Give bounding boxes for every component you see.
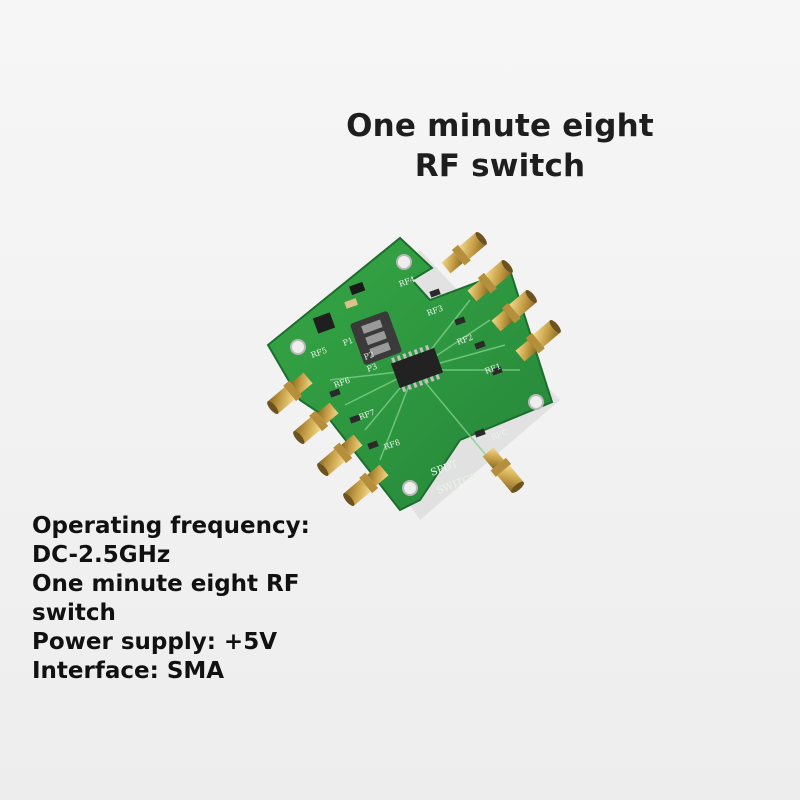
title-line-1: One minute eight — [346, 108, 654, 144]
silk-p1: P1 — [342, 336, 355, 348]
mounting-hole — [402, 480, 418, 496]
mounting-hole — [528, 394, 544, 410]
mounting-hole — [290, 339, 306, 355]
spec-operating-frequency-label: Operating frequency: — [32, 513, 310, 539]
dip-switch — [350, 311, 402, 365]
voltage-regulator — [312, 312, 336, 334]
spec-description-line-1: One minute eight RF — [32, 571, 300, 597]
silk-p3: P3 — [366, 362, 379, 374]
spec-operating-frequency-value: DC-2.5GHz — [32, 542, 171, 568]
sma-connectors-right — [441, 232, 561, 362]
title-line-2: RF switch — [414, 148, 586, 184]
sma-connector-rfc — [482, 447, 524, 493]
product-title: One minute eight RF switch — [300, 106, 700, 186]
spec-interface: Interface: SMA — [32, 658, 225, 684]
spec-list: Operating frequency: DC-2.5GHz One minut… — [32, 512, 362, 686]
silk-p2: P2 — [363, 350, 376, 362]
sma-connectors-left — [267, 372, 389, 506]
spec-description-line-2: switch — [32, 600, 116, 626]
switch-ic-chip — [390, 344, 444, 393]
spec-power-supply: Power supply: +5V — [32, 629, 278, 655]
mounting-hole — [396, 254, 412, 270]
